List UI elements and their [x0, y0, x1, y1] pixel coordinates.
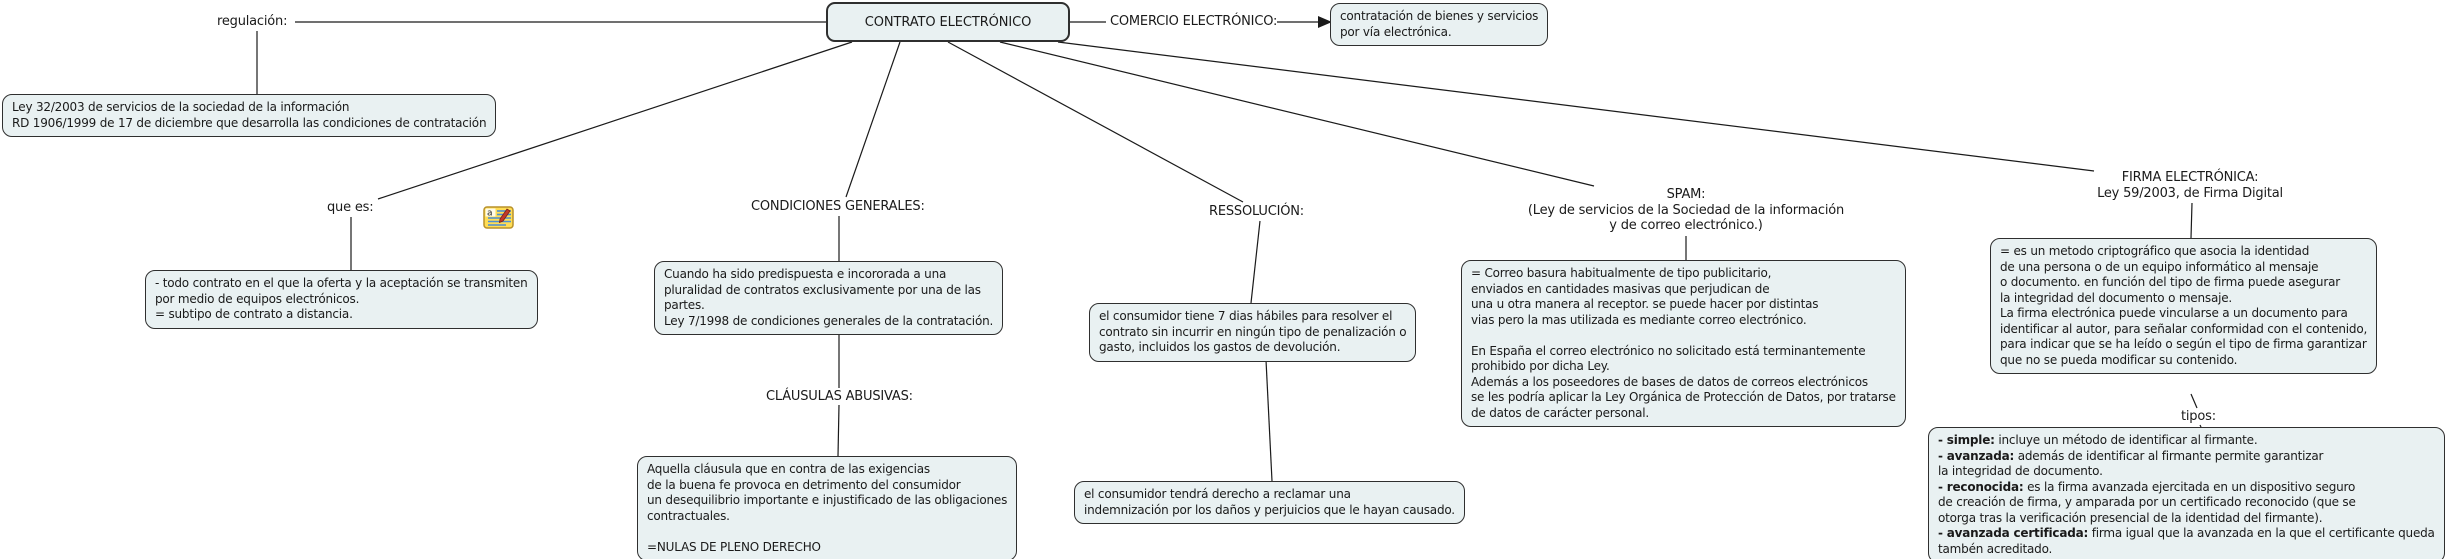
- tipo-item-reconocida: - reconocida: es la firma avanzada ejerc…: [1938, 480, 2435, 527]
- node-text: Cuando ha sido predispuesta e incororada…: [664, 267, 994, 328]
- tipo-desc: además de identificar al firmante permit…: [1938, 448, 2324, 479]
- pencil-icon: [499, 208, 511, 224]
- annotation-note-icon[interactable]: a: [483, 205, 515, 230]
- tipo-desc: firma igual que la avanzada en la que el…: [1938, 526, 2435, 556]
- node-clausulas-definition[interactable]: Aquella cláusula que en contra de las ex…: [637, 456, 1018, 559]
- link-label-comercio-electronico[interactable]: COMERCIO ELECTRÓNICO:: [1110, 14, 1278, 29]
- node-text: Ley 32/2003 de servicios de la sociedad …: [12, 100, 487, 130]
- node-firma-tipos[interactable]: - simple: incluye un método de identific…: [1928, 427, 2445, 559]
- tipo-item-simple: - simple: incluye un método de identific…: [1938, 433, 2435, 449]
- link-label-tipos[interactable]: tipos:: [2181, 409, 2216, 424]
- note-corner: [485, 208, 496, 217]
- link-label-ressolucion[interactable]: RESSOLUCIÓN:: [1209, 204, 1304, 219]
- link-label-firma-electronica[interactable]: FIRMA ELECTRÓNICA: Ley 59/2003, de Firma…: [2097, 170, 2283, 201]
- note-letter: a: [487, 209, 493, 219]
- link-label-regulacion[interactable]: regulación:: [217, 14, 288, 29]
- node-condiciones-definition[interactable]: Cuando ha sido predispuesta e incororada…: [654, 261, 1004, 335]
- root-node-label: CONTRATO ELECTRÓNICO: [864, 14, 1032, 30]
- tipo-term: - avanzada certificada:: [1938, 526, 2089, 540]
- node-regulacion-leyes[interactable]: Ley 32/2003 de servicios de la sociedad …: [2, 94, 497, 137]
- tipo-item-avanzada-certificada: - avanzada certificada: firma igual que …: [1938, 526, 2435, 557]
- tipo-desc: es la firma avanzada ejercitada en un di…: [1938, 479, 2356, 525]
- link-label-spam[interactable]: SPAM: (Ley de servicios de la Sociedad d…: [1527, 187, 1845, 233]
- node-que-es-definition[interactable]: - todo contrato en el que la oferta y la…: [145, 270, 538, 329]
- node-text: - todo contrato en el que la oferta y la…: [155, 276, 528, 321]
- link-label-condiciones-generales[interactable]: CONDICIONES GENERALES:: [751, 199, 925, 214]
- node-text: = es un metodo criptográfico que asocia …: [2000, 244, 2368, 367]
- tipo-term: - simple:: [1938, 433, 1995, 447]
- tipo-term: - avanzada:: [1938, 448, 2015, 463]
- root-node-contrato-electronico[interactable]: CONTRATO ELECTRÓNICO: [826, 2, 1070, 42]
- node-spam-definition[interactable]: = Correo basura habitualmente de tipo pu…: [1461, 260, 1906, 427]
- link-label-que-es[interactable]: que es:: [327, 200, 374, 215]
- tipo-desc: incluye un método de identificar al firm…: [1994, 433, 2258, 447]
- tipo-term: - reconocida:: [1938, 479, 2024, 494]
- node-text: contratación de bienes y servicios por v…: [1340, 9, 1539, 39]
- node-text: = Correo basura habitualmente de tipo pu…: [1471, 266, 1896, 420]
- link-label-clausulas-abusivas[interactable]: CLÁUSULAS ABUSIVAS:: [766, 389, 913, 404]
- node-firma-definition[interactable]: = es un metodo criptográfico que asocia …: [1990, 238, 2378, 374]
- node-ressolucion-definition[interactable]: el consumidor tiene 7 dias hábiles para …: [1089, 303, 1417, 362]
- tipo-item-avanzada: - avanzada: además de identificar al fir…: [1938, 449, 2435, 480]
- node-text: el consumidor tiene 7 dias hábiles para …: [1099, 309, 1407, 354]
- node-indemnizacion-definition[interactable]: el consumidor tendrá derecho a reclamar …: [1074, 481, 1465, 524]
- node-text: el consumidor tendrá derecho a reclamar …: [1084, 487, 1455, 517]
- node-comercio-definition[interactable]: contratación de bienes y servicios por v…: [1330, 3, 1549, 46]
- node-text: Aquella cláusula que en contra de las ex…: [647, 462, 1008, 554]
